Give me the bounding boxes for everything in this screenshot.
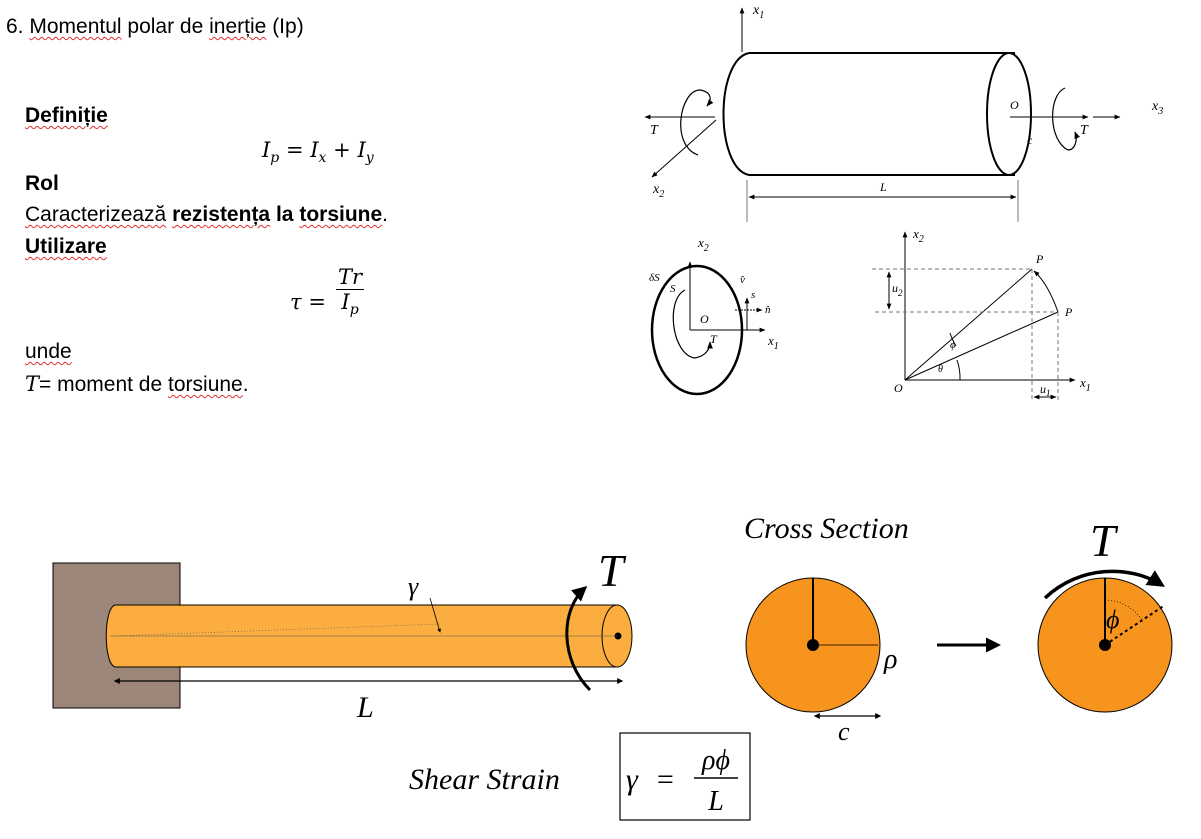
- usage-label: Utilizare: [25, 235, 107, 258]
- title-word: polar de: [127, 15, 204, 38]
- usage-fraction: Tr Ip: [336, 265, 365, 318]
- label-radius: c: [1027, 133, 1033, 147]
- label-u2: u2: [892, 281, 903, 298]
- role-word: rezistența: [172, 203, 271, 226]
- label-area: S: [670, 283, 676, 295]
- formula-sub: p: [270, 150, 280, 167]
- label-origin: O: [700, 312, 709, 326]
- title-word: (Ip): [272, 15, 304, 38]
- label-x2: x2: [912, 226, 924, 245]
- label-x2: x2: [697, 235, 709, 254]
- shaft-labels: T γ L: [356, 545, 627, 724]
- role-word: la: [275, 203, 294, 226]
- formula-symbol: I: [262, 138, 271, 162]
- label-x1: x1: [752, 3, 764, 21]
- label-normal: n̂: [765, 304, 771, 316]
- usage-lhs: τ =: [290, 290, 326, 314]
- torque-arrow: [1043, 569, 1165, 600]
- cylinder-labels: x1 x2 x3 T T O c L: [650, 3, 1163, 200]
- role-word: torsiune: [299, 203, 383, 226]
- label-s: s: [751, 289, 755, 301]
- where-period: .: [242, 373, 249, 396]
- label-phi: ϕ: [950, 339, 956, 351]
- label-rho: ρ: [883, 644, 897, 675]
- formula-sub: x: [318, 150, 327, 167]
- slide-title: 6. Momentul polar de inerție (Ip): [6, 15, 304, 39]
- label-x1: x1: [1079, 375, 1091, 394]
- where-text: T= moment de torsiune.: [25, 372, 249, 397]
- label-length: L: [356, 691, 374, 724]
- label-x3: x3: [1151, 99, 1163, 117]
- definition-label: Definiție: [25, 104, 108, 127]
- torque-arc-left: [680, 89, 701, 156]
- rotation-labels: x2 x1 P P u2 u1 ϕ θ O: [892, 226, 1091, 398]
- formula-gamma: γ: [626, 763, 639, 796]
- label-x1: x1: [767, 333, 779, 352]
- cylinder-diagram: [644, 7, 1121, 222]
- cross-section-title: Cross Section: [744, 512, 909, 545]
- label-theta: θ: [938, 364, 943, 375]
- formula-plus: +: [333, 138, 351, 162]
- rotation-diagram: [872, 231, 1076, 400]
- role-period: .: [382, 203, 389, 226]
- title-word: Momentul: [29, 15, 122, 38]
- title-word: inerție: [209, 15, 267, 38]
- formula-symbol: I: [341, 290, 350, 314]
- label-torque: T: [710, 332, 718, 346]
- label-boundary: δS: [649, 272, 660, 284]
- formula-box: [619, 732, 751, 821]
- label-torque-left: T: [650, 123, 659, 138]
- where-phrase: = moment de: [39, 373, 163, 396]
- section-labels: x2 x1 δS S O T s n̂ v̂: [649, 235, 779, 352]
- formula-eq: =: [655, 763, 675, 796]
- shaft-diagram: [52, 562, 633, 709]
- shear-strain-formula: Shear Strain γ = ρϕ L: [409, 732, 751, 821]
- label-length: L: [879, 180, 887, 194]
- role-text: Caracterizează rezistența la torsiune.: [25, 203, 388, 227]
- formula-symbol: I: [357, 138, 366, 162]
- where-label: unde: [25, 340, 72, 363]
- label-gamma: γ: [408, 572, 419, 601]
- fraction-numerator: ρϕ: [701, 745, 730, 776]
- formula-eq: =: [285, 138, 304, 162]
- label-origin: O: [1010, 98, 1019, 112]
- definition-formula: Ip = Ix + Iy: [262, 138, 374, 166]
- axis-x2: [651, 119, 717, 178]
- label-origin: O: [894, 381, 903, 395]
- formula-sub: p: [349, 302, 359, 319]
- label-phi: ϕ: [1106, 605, 1119, 634]
- cylinder-left-end: [722, 52, 750, 176]
- cross-section-diagram: Cross Section ρ c T ϕ: [744, 512, 1173, 746]
- formula-symbol: T: [25, 372, 40, 396]
- where-word: torsiune: [168, 373, 243, 396]
- cylinder-right-face: [986, 52, 1032, 176]
- shear-strain-label: Shear Strain: [409, 763, 560, 796]
- label-x2: x2: [652, 182, 664, 200]
- fraction-denominator: L: [707, 786, 724, 817]
- label-torque: T: [1090, 515, 1119, 566]
- formula-symbol: τ: [290, 290, 302, 314]
- fraction-numerator: Tr: [336, 265, 365, 290]
- formula-eq: =: [308, 290, 326, 314]
- fraction-denominator: Ip: [341, 290, 358, 318]
- role-label: Rol: [25, 172, 59, 195]
- label-u1: u1: [1040, 382, 1051, 398]
- label-p: P: [1064, 305, 1073, 319]
- torque-arc-right: [1052, 87, 1080, 151]
- label-torque: T: [598, 545, 627, 596]
- label-p-rotated: P: [1035, 252, 1044, 266]
- cylinder-outline: [749, 52, 1015, 176]
- formula-sub: y: [365, 150, 374, 167]
- label-c: c: [838, 717, 850, 746]
- section-diagram: [650, 261, 766, 396]
- formula-symbol: I: [310, 138, 319, 162]
- label-v: v̂: [740, 274, 745, 286]
- role-word: Caracterizează: [25, 203, 167, 226]
- label-torque-right: T: [1080, 123, 1089, 138]
- title-number: 6.: [6, 15, 24, 38]
